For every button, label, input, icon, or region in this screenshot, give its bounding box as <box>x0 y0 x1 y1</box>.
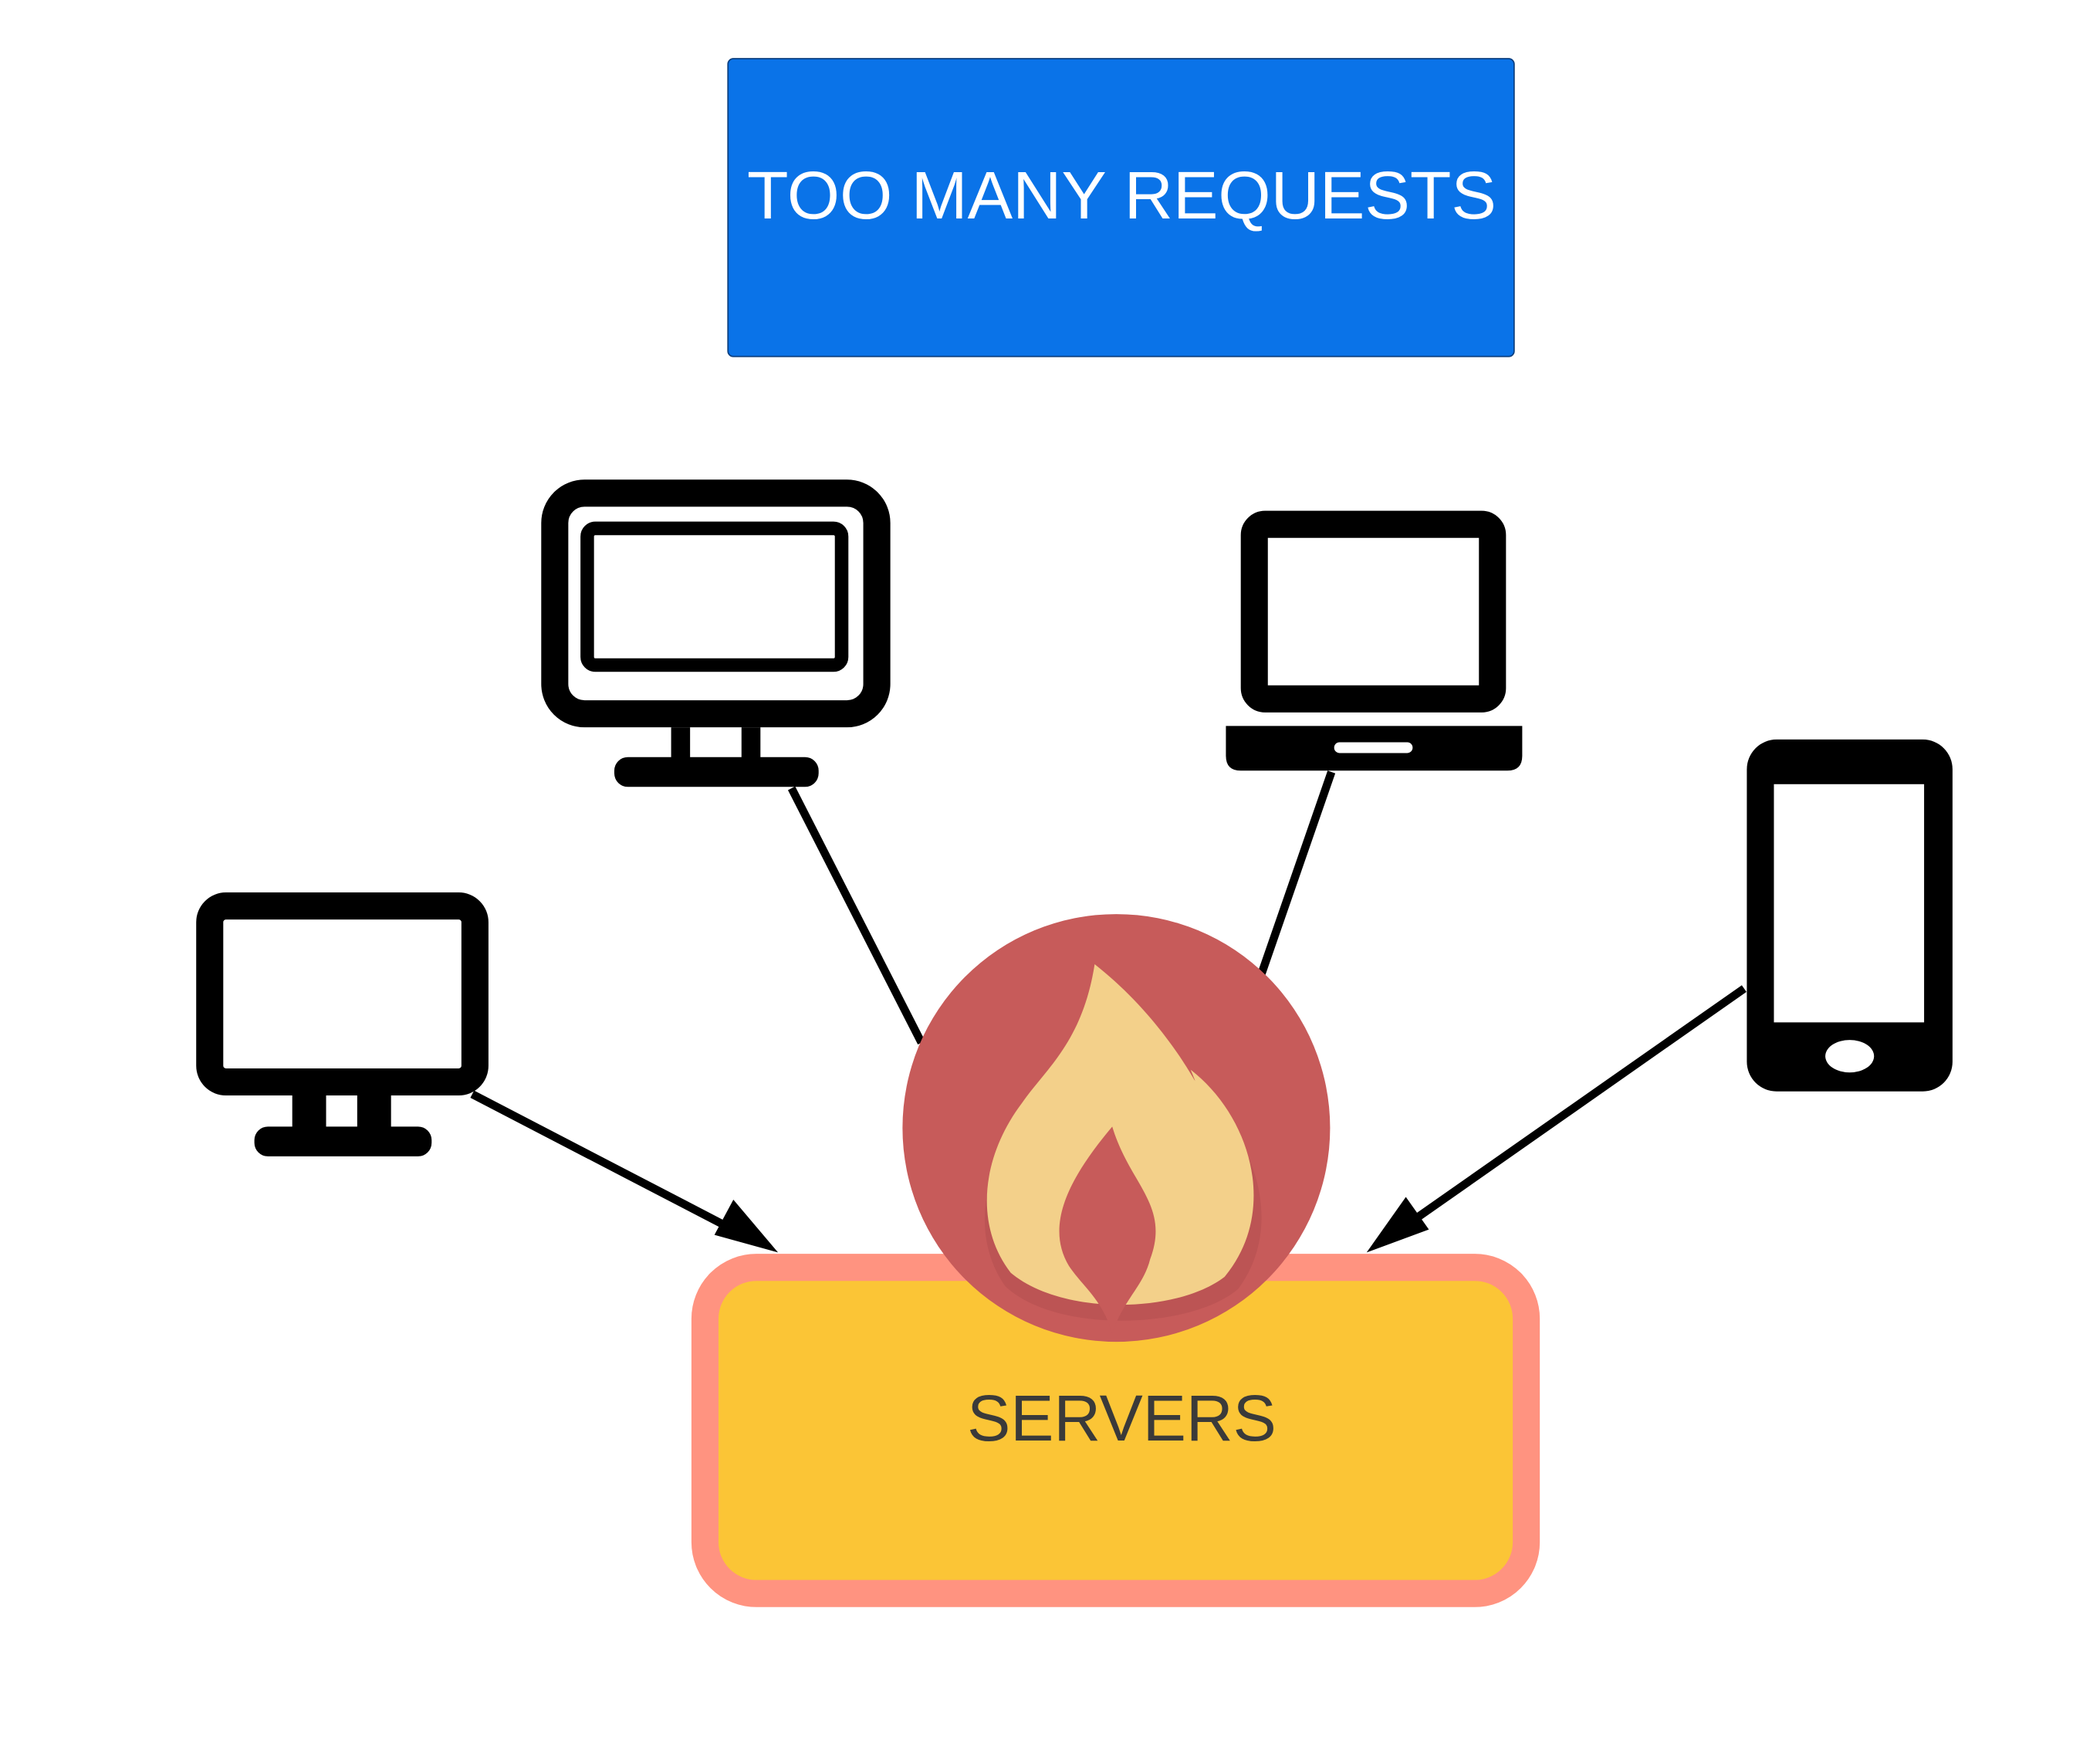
title-box-rect <box>727 58 1515 357</box>
laptop-icon <box>1226 510 1523 771</box>
title-box-label: TOO MANY REQUESTS <box>747 157 1496 233</box>
large-monitor-neck-right <box>741 727 761 763</box>
large-monitor-base <box>614 757 819 787</box>
phone-screen <box>1774 784 1925 1023</box>
desktop-monitor-screen <box>196 892 489 1096</box>
large-monitor-neck-left <box>671 727 691 763</box>
arrowhead-right <box>1366 1197 1429 1253</box>
servers-box-label: SERVERS <box>967 1382 1277 1454</box>
desktop-monitor-neck-left <box>292 1094 326 1133</box>
phone-home-button <box>1825 1040 1875 1073</box>
title-box: TOO MANY REQUESTS <box>727 58 1515 357</box>
connector-phone <box>1394 985 1747 1236</box>
large-monitor-screen <box>580 521 849 672</box>
desktop-monitor-large-icon <box>541 479 891 787</box>
laptop-screen <box>1240 510 1507 713</box>
connector-large-desktop <box>787 786 925 1045</box>
connector-left-desktop <box>470 1090 753 1243</box>
fire-badge <box>902 914 1331 1342</box>
flame-icon <box>986 963 1254 1305</box>
inner-flame-icon <box>1059 1126 1156 1334</box>
desktop-monitor-neck-right <box>357 1094 391 1133</box>
desktop-monitor-base <box>254 1126 432 1156</box>
large-monitor-frame <box>541 479 891 728</box>
laptop-trackpad <box>1334 742 1413 753</box>
arrowhead-left <box>714 1200 779 1253</box>
desktop-monitor-icon <box>196 892 489 1156</box>
smartphone-icon <box>1747 739 1953 1092</box>
connectors <box>470 770 1747 1253</box>
connector-laptop <box>1257 770 1336 977</box>
servers-box: SERVERS <box>691 1254 1540 1607</box>
